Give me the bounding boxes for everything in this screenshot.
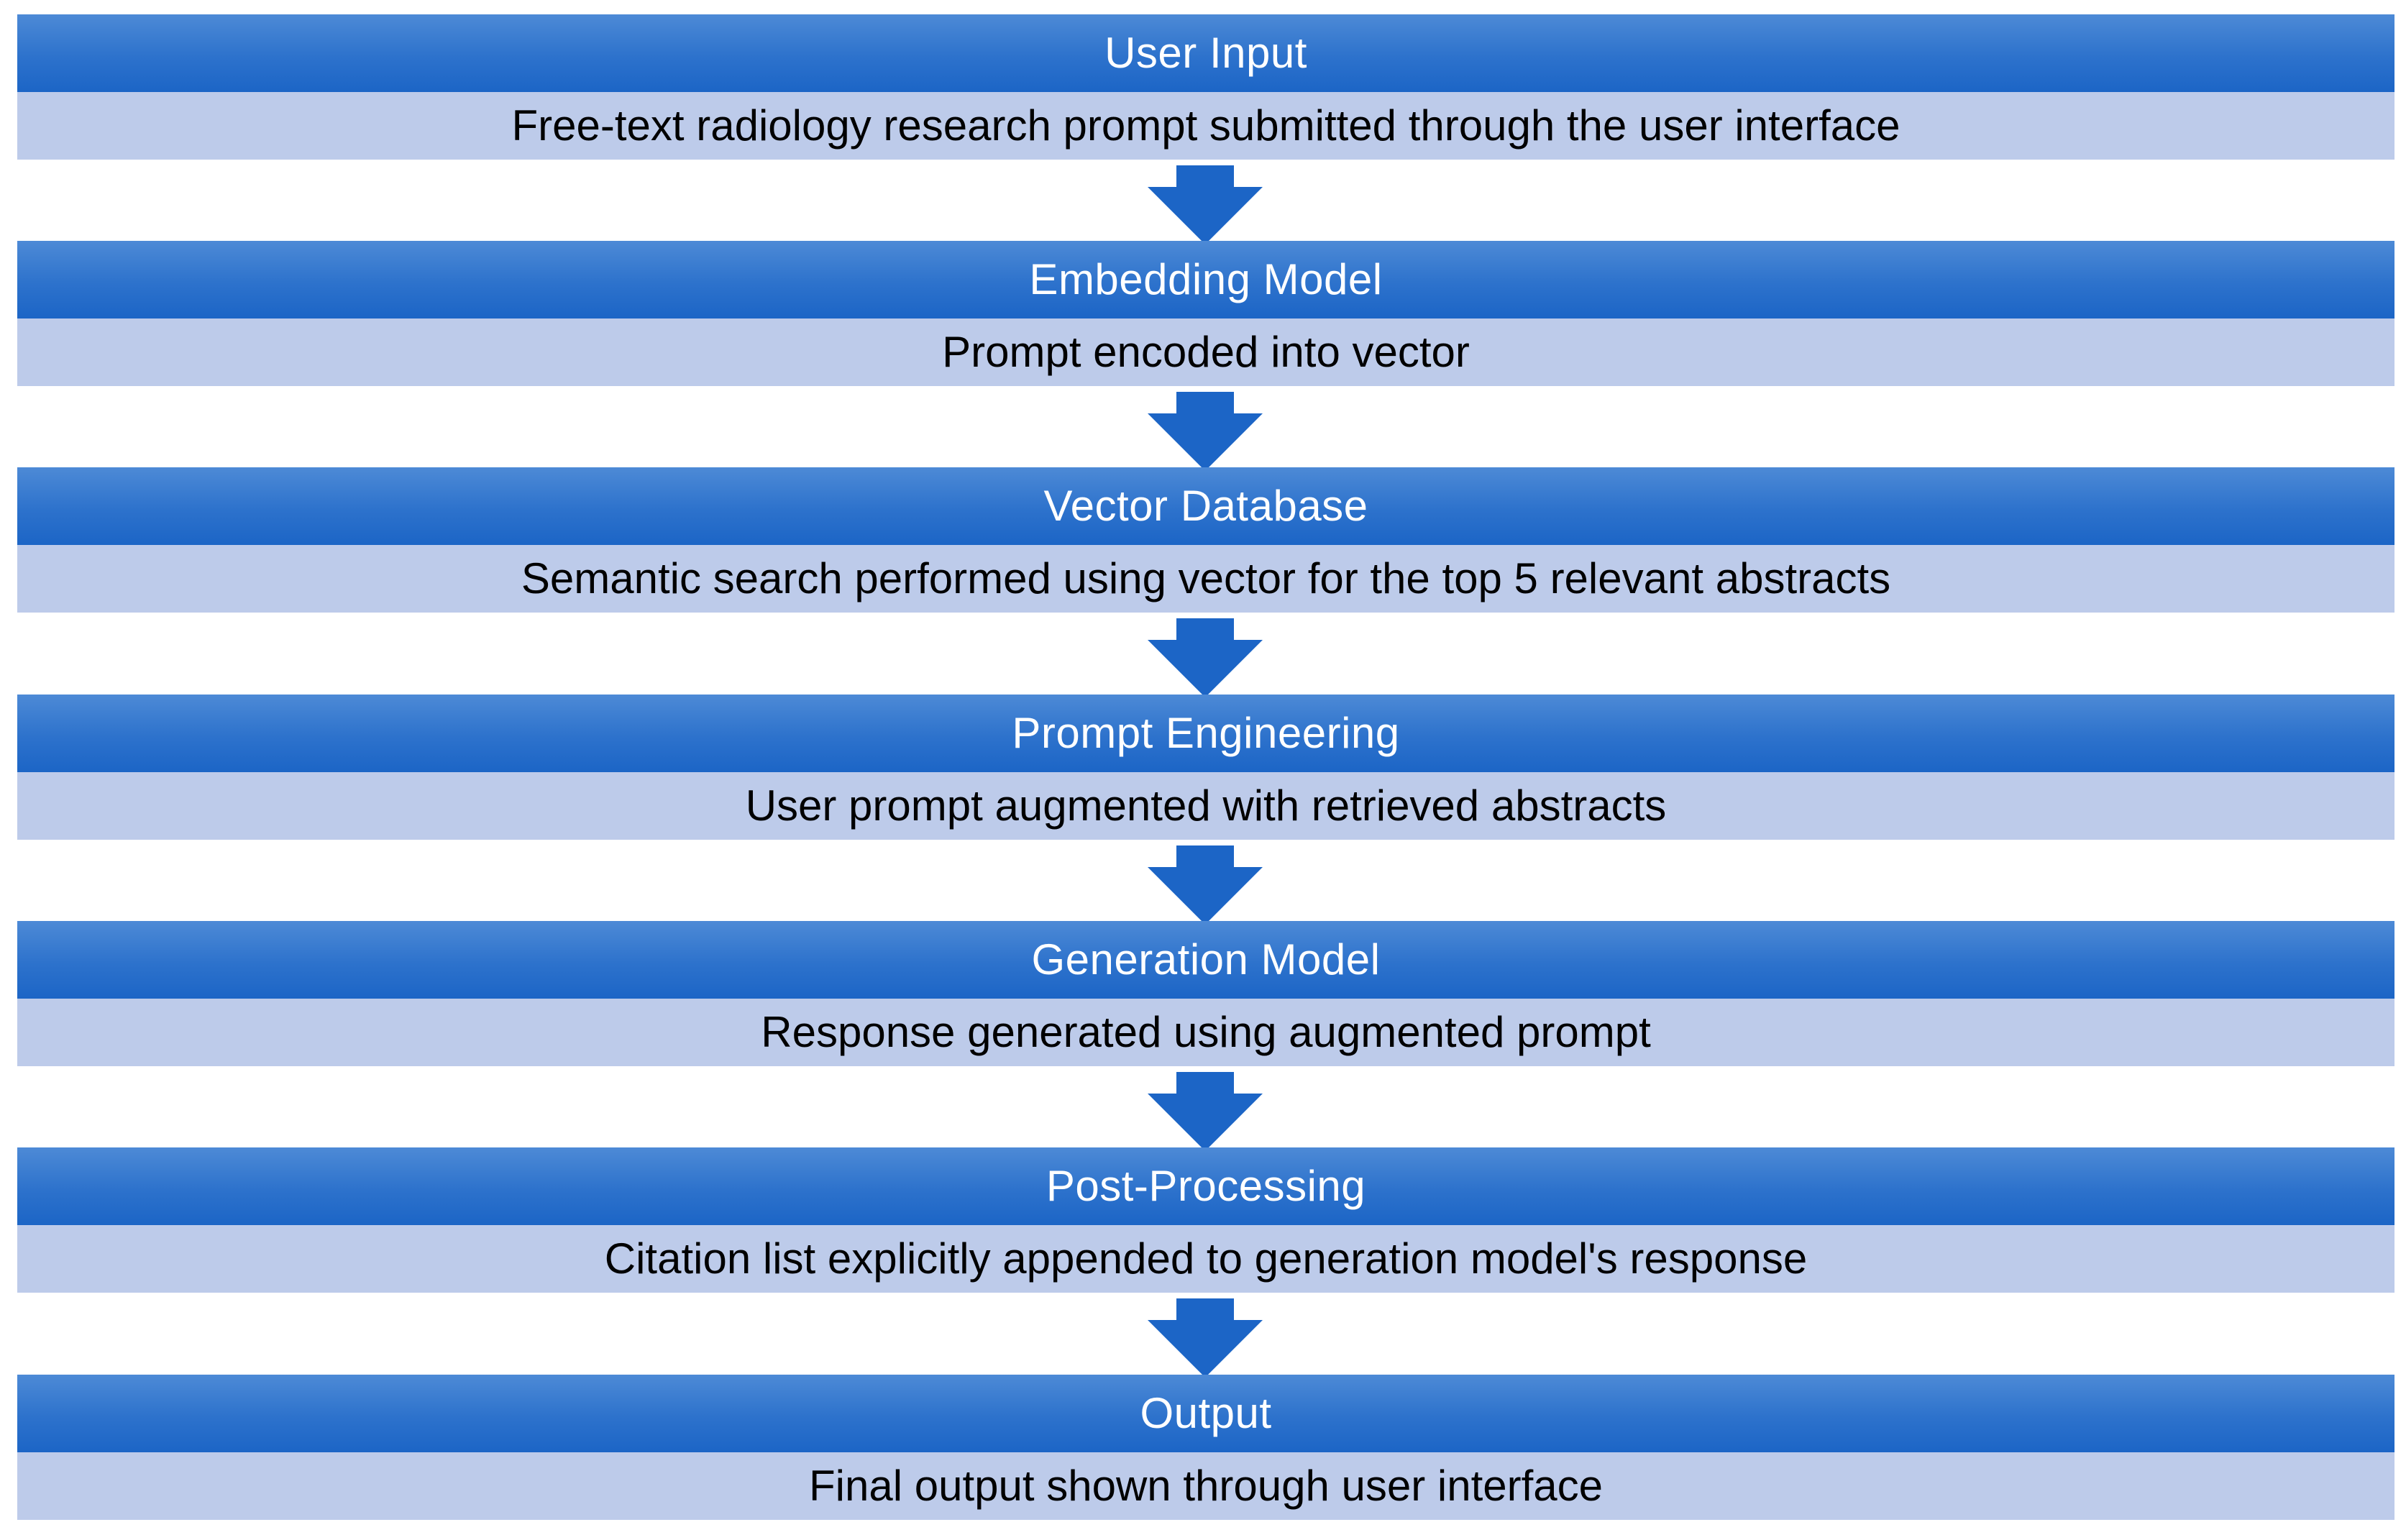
stage-description: Citation list explicitly appended to gen…	[17, 1225, 2394, 1293]
stage-description: User prompt augmented with retrieved abs…	[17, 772, 2394, 840]
down-arrow-icon	[1148, 1298, 1263, 1378]
stage-generation-model: Generation Model Response generated usin…	[17, 921, 2394, 1066]
stage-title: Vector Database	[17, 467, 2394, 545]
stage-prompt-engineering: Prompt Engineering User prompt augmented…	[17, 695, 2394, 840]
stage-description: Prompt encoded into vector	[17, 318, 2394, 386]
down-arrow-icon	[1148, 618, 1263, 697]
stage-user-input: User Input Free-text radiology research …	[17, 14, 2394, 160]
stage-title: Post-Processing	[17, 1147, 2394, 1225]
stage-embedding-model: Embedding Model Prompt encoded into vect…	[17, 241, 2394, 386]
stage-post-processing: Post-Processing Citation list explicitly…	[17, 1147, 2394, 1293]
down-arrow-icon	[1148, 845, 1263, 925]
down-arrow-icon	[1148, 165, 1263, 244]
stage-description: Semantic search performed using vector f…	[17, 545, 2394, 613]
down-arrow-icon	[1148, 392, 1263, 471]
stage-vector-database: Vector Database Semantic search performe…	[17, 467, 2394, 613]
stage-description: Response generated using augmented promp…	[17, 999, 2394, 1066]
stage-description: Free-text radiology research prompt subm…	[17, 92, 2394, 160]
stage-title: Embedding Model	[17, 241, 2394, 318]
down-arrow-icon	[1148, 1072, 1263, 1151]
stage-title: User Input	[17, 14, 2394, 92]
stage-title: Generation Model	[17, 921, 2394, 999]
stage-output: Output Final output shown through user i…	[17, 1375, 2394, 1520]
stage-description: Final output shown through user interfac…	[17, 1452, 2394, 1520]
stage-title: Prompt Engineering	[17, 695, 2394, 772]
stage-title: Output	[17, 1375, 2394, 1452]
